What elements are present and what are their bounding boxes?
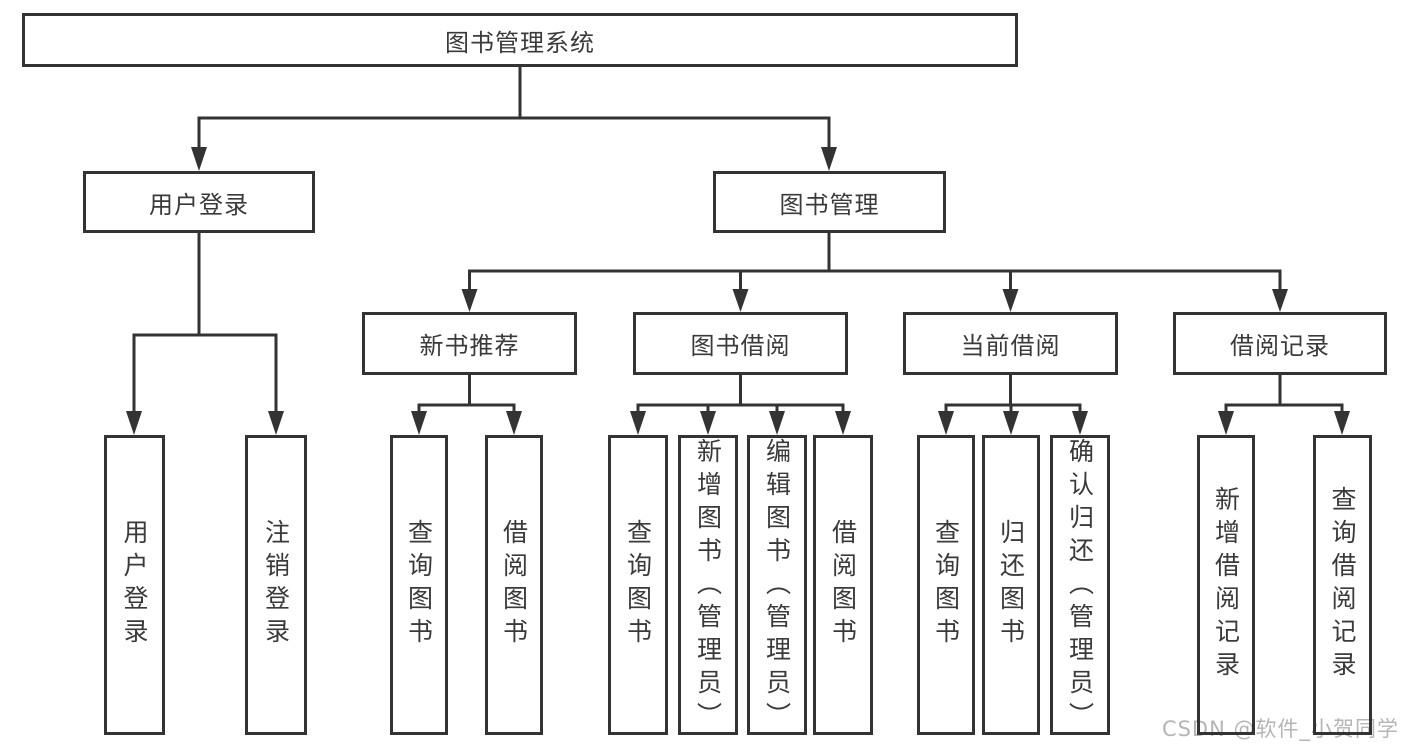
leaf-records-add-record: 新增借阅记录 — [1197, 435, 1255, 735]
connector-root-to-level2 — [191, 66, 837, 171]
leaf-newbook-query-book: 查询图书 — [390, 435, 448, 735]
connector-book-borrow-to-leaves — [630, 375, 851, 435]
leaf-current-query-book: 查询图书 — [917, 435, 975, 735]
leaf-current-confirm-return-admin: 确认归还（管理员） — [1050, 435, 1110, 735]
leaf-borrow-edit-book-admin: 编辑图书（管理员） — [747, 435, 807, 735]
leaf-borrow-borrow-book: 借阅图书 — [813, 435, 873, 735]
node-user-login: 用户登录 — [83, 171, 315, 233]
leaf-newbook-borrow-book: 借阅图书 — [485, 435, 543, 735]
leaf-borrow-query-book: 查询图书 — [608, 435, 668, 735]
node-borrow-records: 借阅记录 — [1173, 312, 1387, 375]
connector-new-book-to-leaves — [411, 375, 522, 435]
leaf-records-query-record: 查询借阅记录 — [1313, 435, 1372, 735]
connector-current-borrow-to-leaves — [938, 375, 1088, 435]
node-book-borrow: 图书借阅 — [633, 312, 848, 375]
leaf-user-login: 用户登录 — [104, 435, 165, 735]
connector-user-login-to-leaves — [126, 233, 284, 435]
node-new-book-recommend: 新书推荐 — [362, 312, 577, 375]
leaf-user-logout: 注销登录 — [245, 435, 307, 735]
node-root-system: 图书管理系统 — [22, 13, 1018, 67]
node-current-borrow: 当前借阅 — [903, 312, 1118, 375]
csdn-watermark: CSDN @软件_小贺同学 — [1161, 717, 1399, 741]
leaf-current-return-book: 归还图书 — [982, 435, 1040, 735]
node-book-management: 图书管理 — [713, 171, 946, 233]
connector-borrow-records-to-leaves — [1218, 375, 1350, 435]
connector-book-mgmt-to-level3 — [461, 233, 1288, 312]
leaf-borrow-add-book-admin: 新增图书（管理员） — [678, 435, 738, 735]
